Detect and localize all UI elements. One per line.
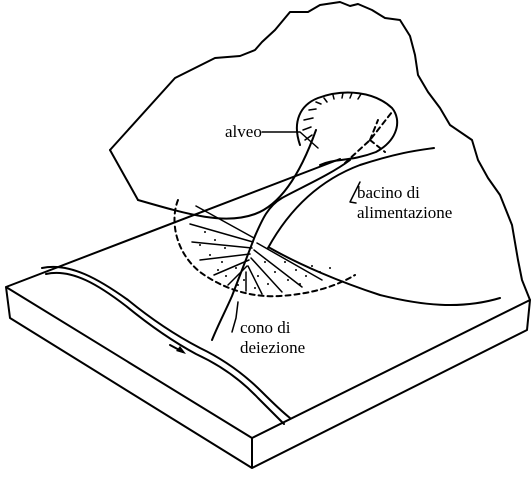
label-cono-line1: cono di	[240, 318, 305, 338]
drainage-basin-outline	[297, 93, 397, 165]
label-alveo: alveo	[225, 122, 262, 142]
label-cono-line2: deiezione	[240, 338, 305, 358]
mountain-left-slope	[110, 150, 138, 200]
label-bacino-di-alimentazione: bacino di alimentazione	[357, 183, 452, 223]
fan-radial-lines	[190, 206, 322, 294]
main-channel	[212, 160, 350, 340]
valley-edge-left	[138, 130, 316, 219]
label-bacino-line2: alimentazione	[357, 203, 452, 223]
label-bacino-line1: bacino di	[357, 183, 452, 203]
label-alveo-text: alveo	[225, 122, 262, 141]
mountain-ridge	[110, 2, 530, 300]
fan-stipple	[199, 231, 331, 289]
leader-cono	[232, 302, 238, 332]
label-cono-di-deiezione: cono di deiezione	[240, 318, 305, 358]
valley-edge-right	[268, 148, 500, 305]
